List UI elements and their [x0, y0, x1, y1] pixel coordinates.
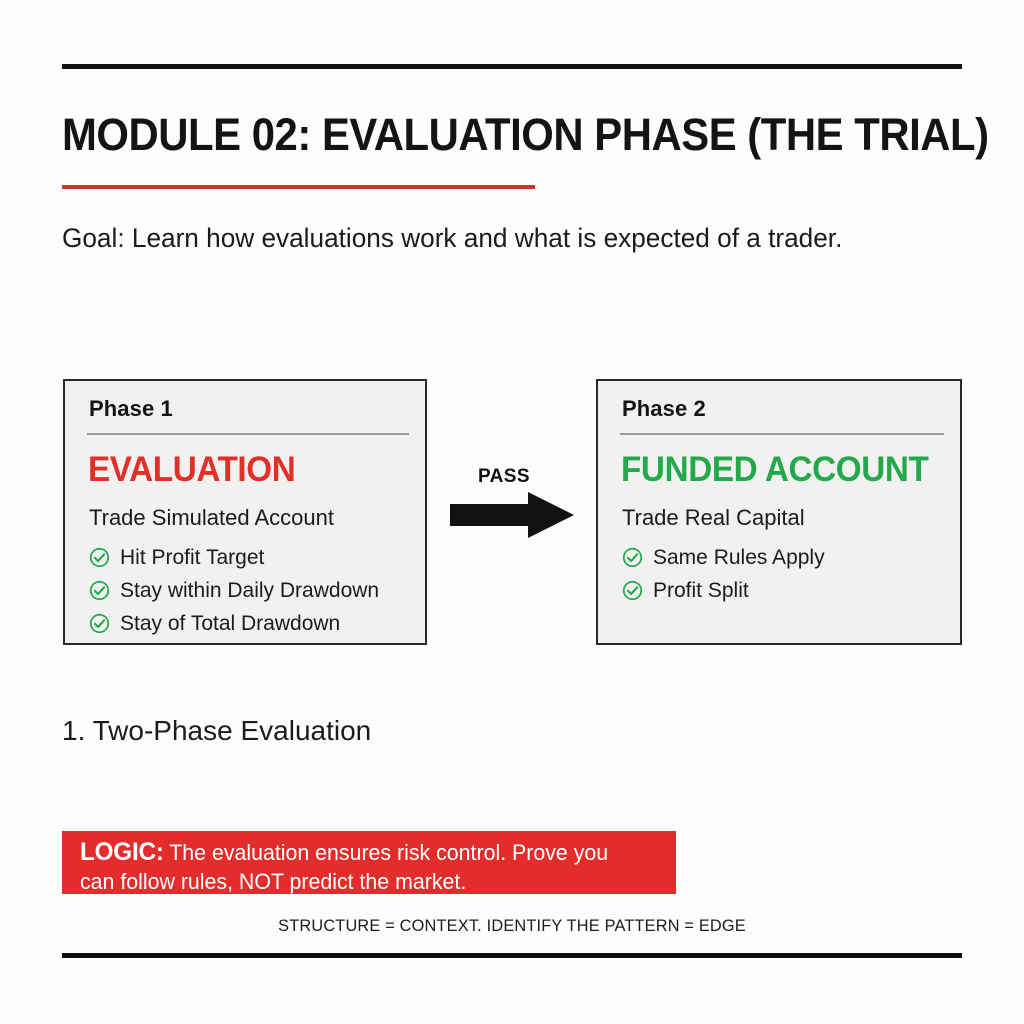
- phase-card-2-divider: [620, 433, 944, 435]
- phase-card-1-subtitle: Trade Simulated Account: [89, 505, 334, 530]
- phase-card-2-header: Phase 2: [622, 396, 706, 421]
- phase-card-1-header: Phase 1: [89, 396, 173, 421]
- list-item-label: Stay within Daily Drawdown: [120, 578, 380, 602]
- logic-callout-banner: LOGIC: The evaluation ensures risk contr…: [62, 831, 676, 894]
- phase-card-1-checklist: Hit Profit Target Stay within Daily Draw…: [89, 541, 415, 640]
- phase-card-2-checklist: Same Rules Apply Profit Split: [622, 541, 950, 607]
- list-item: Stay within Daily Drawdown: [89, 574, 415, 607]
- bottom-divider-rule: [62, 953, 962, 958]
- phase-card-1: Phase 1 EVALUATION Trade Simulated Accou…: [63, 379, 427, 645]
- list-item: Same Rules Apply: [622, 541, 950, 574]
- arrow-label-pass: PASS: [478, 466, 530, 487]
- list-item-label: Stay of Total Drawdown: [120, 611, 341, 635]
- pass-arrow-group: PASS: [450, 466, 578, 538]
- check-circle-icon: [89, 613, 110, 634]
- section-list-heading: 1. Two-Phase Evaluation: [62, 715, 372, 746]
- logic-body-text: The evaluation ensures risk control. Pro…: [80, 840, 609, 894]
- phase-card-1-divider: [87, 433, 409, 435]
- footer-tagline: STRUCTURE = CONTEXT. IDENTIFY THE PATTER…: [278, 916, 746, 935]
- list-item-label: Same Rules Apply: [653, 545, 825, 569]
- phase-card-2-subtitle: Trade Real Capital: [622, 505, 805, 530]
- phase-card-2: Phase 2 FUNDED ACCOUNT Trade Real Capita…: [596, 379, 962, 645]
- goal-statement: Goal: Learn how evaluations work and wha…: [62, 223, 843, 253]
- right-arrow-icon: [450, 492, 574, 538]
- logic-kicker-label: LOGIC:: [80, 838, 164, 866]
- list-item: Stay of Total Drawdown: [89, 607, 415, 640]
- top-divider-rule: [62, 64, 962, 69]
- check-circle-icon: [622, 580, 643, 601]
- check-circle-icon: [89, 547, 110, 568]
- phase-card-2-banner: FUNDED ACCOUNT: [621, 450, 929, 489]
- logic-callout-text: LOGIC: The evaluation ensures risk contr…: [80, 838, 645, 894]
- page-title: MODULE 02: EVALUATION PHASE (THE TRIAL): [62, 109, 989, 160]
- title-accent-underline: [62, 185, 535, 189]
- list-item-label: Hit Profit Target: [120, 545, 265, 569]
- phase-card-1-banner: EVALUATION: [88, 450, 296, 489]
- list-item: Hit Profit Target: [89, 541, 415, 574]
- list-item: Profit Split: [622, 574, 950, 607]
- list-item-label: Profit Split: [653, 578, 749, 602]
- check-circle-icon: [622, 547, 643, 568]
- check-circle-icon: [89, 580, 110, 601]
